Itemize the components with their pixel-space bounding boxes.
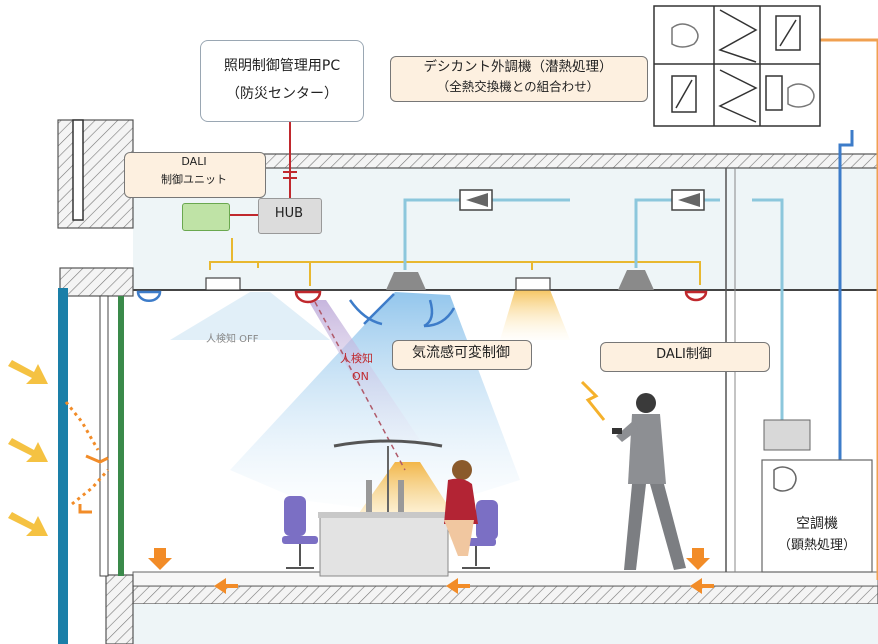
duct-3 [752,198,784,420]
floor-arrow-side-1 [214,578,238,594]
detect-off-label: 人検知 OFF [206,334,259,345]
desiccant-title: デシカント外調機（潜熱処理） [423,59,613,75]
fan-icon-bottom [787,83,815,108]
airflow-arrow-right-2 [423,307,456,328]
interior-mullion [99,295,109,577]
desk [319,515,449,577]
airflow-diffuser [386,272,426,290]
ceiling-light-cone [500,290,570,340]
sunlight-arrow-2 [8,438,48,462]
ahu-subtitle: （顕熱処理） [777,538,856,553]
dali-control-box [600,342,770,372]
coil-top [775,15,801,51]
man-arm [616,420,638,442]
woman-legs [444,520,474,556]
detect-on-state: ON [352,370,369,383]
lamp-arm [333,439,443,448]
man-leg-left [624,484,646,570]
ceiling-light [515,277,551,291]
wireless-signal [580,380,606,421]
airflow-arrow-left-2 [348,299,383,326]
dali-wire-1 [231,238,259,268]
mullion-upper [72,119,84,221]
desk-top [318,512,450,518]
dali-unit-subtitle: 制御ユニット [161,173,227,186]
monitor-left [366,480,372,512]
outdoor-air-duct [838,130,854,465]
vav-damper-1 [466,193,488,207]
daylight-arrowhead-2 [78,504,92,514]
fan-box [763,419,811,451]
sensor-off-fixture [136,290,162,302]
floor-arrow-down-2 [686,548,710,570]
floor-arrow-side-2 [446,578,470,594]
coil-bottom-slash [675,79,693,109]
sunlight-arrow-3 [8,512,48,536]
downlight-cone-left [170,292,330,340]
ahu-fan-icon [773,466,797,492]
sensor-fixture-2 [684,290,708,302]
lower-slab [132,585,878,605]
man-head [636,393,656,413]
desiccant-label-box [390,56,648,102]
sensor-cone [308,300,420,440]
blind [118,296,124,576]
coil-small [765,75,783,111]
airflow-control-label: 気流感可変制御 [412,345,510,361]
dali-unit-label-box [124,152,266,198]
floor-arrow-side-3 [690,578,714,594]
daylight-arrowhead-1 [85,454,109,464]
diffuser-2 [618,270,654,290]
hub-box [258,198,322,234]
dali-unit-title: DALI [181,155,207,168]
detect-on-label: 人検知 [340,352,373,365]
chair-right-back [476,500,498,540]
sunlight-arrow-1 [8,360,48,384]
man-leg-right [650,484,686,570]
hub-label: HUB [274,206,304,221]
filter-zigzag-bottom [718,69,758,123]
dali-control-unit [182,203,230,231]
chair-left-back [284,496,306,536]
chair-left-seat [282,536,318,544]
daylight-path-1 [64,401,100,451]
dali-control-label: DALI制御 [656,347,712,362]
fan-icon-top [671,23,699,48]
sensor-on-fixture [294,290,322,304]
pc-subtitle: （防災センター） [226,86,338,102]
lower-plenum [133,604,878,644]
downlight-1 [205,277,241,291]
detection-line [314,301,406,471]
pc-title: 照明制御管理用PC [223,58,341,74]
woman-head [452,460,472,480]
facade-upper [57,119,134,229]
vav-damper-2 [678,193,700,207]
coil-top-slash [779,19,797,47]
window-glass [58,288,68,644]
duct-2 [634,198,672,268]
desiccant-subtitle: （全熱交換機との組合わせ） [436,79,600,94]
man-phone [612,428,622,434]
floor-arrow-down-1 [148,548,172,570]
filter-zigzag-top [718,9,758,63]
airflow-arrow-left [363,293,395,325]
facade-lower [105,574,134,644]
monitor-right [398,480,404,512]
duct-1 [403,198,460,270]
pc-box [200,40,364,122]
woman-body [444,478,478,524]
daylight-path-2 [71,469,110,506]
ahu-unit [761,459,873,573]
airflow-control-box [392,340,532,370]
dali-wire-2 [209,261,232,270]
man-torso [628,414,666,484]
facade-spandrel [59,267,134,297]
ahu-title: 空調機 [796,516,838,532]
raised-floor [132,571,878,587]
